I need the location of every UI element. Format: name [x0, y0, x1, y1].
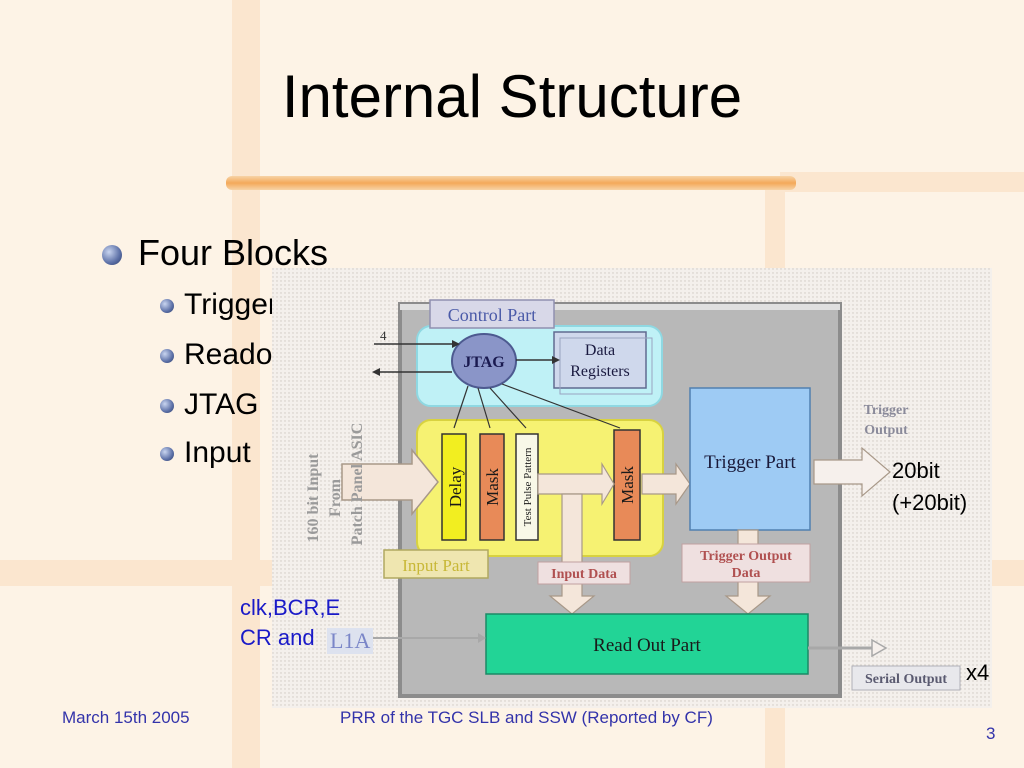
bullet-icon: [160, 447, 174, 462]
jtag-label: JTAG: [463, 354, 505, 371]
footer-title: PRR of the TGC SLB and SSW (Reported by …: [340, 708, 713, 727]
sub-bullet-text: Input: [184, 436, 251, 469]
jtag-fanout-line: [477, 387, 491, 429]
read-out-part-label: Read Out Part: [593, 635, 701, 656]
mask-label-2: Mask: [618, 466, 637, 504]
serial-output-label-box: [851, 665, 961, 691]
delay-label: Delay: [446, 466, 465, 507]
trigger-output-data-label-2: Data: [732, 566, 761, 581]
jtag-fanout-line: [501, 383, 621, 429]
jtag-fanout-line: [453, 385, 469, 429]
data-registers-label-1: Data: [585, 342, 615, 359]
chip-highlight: [400, 304, 840, 310]
input-data-arrow: [548, 493, 596, 615]
background-band: [232, 0, 260, 768]
jtag-node: [451, 333, 517, 389]
control-part-label-box: [429, 299, 555, 329]
data-registers-shadow: [559, 337, 653, 395]
jtag-fanout-line: [489, 387, 527, 429]
input-160-label-3: Patch Panel ASIC: [349, 423, 366, 546]
footer-date: March 15th 2005: [62, 708, 190, 727]
arrow-head: [478, 633, 486, 643]
trigger-output-arrow: [813, 446, 891, 498]
bullet-icon: [160, 299, 174, 314]
trigger-output-data-label-1: Trigger Output: [700, 549, 792, 564]
trigger-output-label-1: Trigger: [864, 403, 909, 418]
read-out-part-block: [485, 613, 809, 675]
bits-note-2: (+20bit): [892, 490, 968, 515]
input-part-label: Input Part: [402, 556, 470, 575]
l1a-label: L1A: [327, 628, 374, 654]
block-diagram-svg: Control Part JTAG Data Registers 4 Input…: [272, 268, 992, 708]
page-number: 3: [986, 724, 996, 743]
data-registers-box: [553, 331, 647, 389]
arrow-head: [372, 368, 380, 376]
background-band: [780, 172, 1024, 192]
sub-bullet-text: JTAG: [184, 388, 259, 421]
arrow-head: [552, 356, 560, 364]
input-arrow: [341, 447, 439, 517]
test-pulse-pattern-label: Test Pulse Pattern: [522, 447, 534, 526]
title-underline: [226, 176, 796, 190]
block-diagram: Control Part JTAG Data Registers 4 Input…: [272, 268, 992, 708]
mask-block-2: [613, 429, 641, 541]
mask-block-1: [479, 433, 505, 541]
input-160-label-2: From: [327, 478, 344, 517]
internal-arrow: [537, 461, 615, 507]
clk-note-2: CR and: [240, 625, 315, 650]
x4-note: x4: [966, 660, 990, 685]
data-registers-label-2: Registers: [570, 363, 630, 380]
arrow-head: [452, 340, 460, 348]
trigger-output-data-label-box: [681, 543, 811, 583]
sub-bullet-trigger: Trigger: [160, 288, 278, 322]
jtag-bus-width: 4: [380, 328, 387, 343]
bullet-four-blocks: Four Blocks: [102, 232, 328, 274]
sub-bullet-jtag: JTAG: [160, 388, 258, 422]
bullet-text: Four Blocks: [138, 232, 329, 273]
internal-arrow: [641, 462, 691, 506]
input-160-label-1: 160 bit Input: [305, 453, 322, 543]
trigger-output-label-2: Output: [864, 423, 908, 438]
sub-bullet-text: Trigger: [184, 288, 278, 321]
serial-output-label: Serial Output: [865, 672, 947, 687]
mask-label-1: Mask: [483, 468, 502, 506]
input-data-label-box: [537, 561, 631, 585]
delay-block: [441, 433, 467, 541]
arrow-head: [871, 638, 888, 658]
bits-note-1: 20bit: [892, 458, 940, 483]
trigger-part-label: Trigger Part: [704, 452, 796, 473]
trigger-part-block: [689, 387, 811, 531]
clk-note-1: clk,BCR,E: [240, 595, 341, 620]
bullet-icon: [160, 349, 174, 364]
sub-bullet-input: Input: [160, 436, 251, 470]
bullet-icon: [160, 399, 174, 414]
control-part-label: Control Part: [448, 305, 537, 325]
input-data-label: Input Data: [551, 567, 617, 582]
slide-title: Internal Structure: [281, 63, 743, 130]
bullet-icon: [102, 245, 122, 266]
input-part-label-box: [383, 549, 489, 579]
